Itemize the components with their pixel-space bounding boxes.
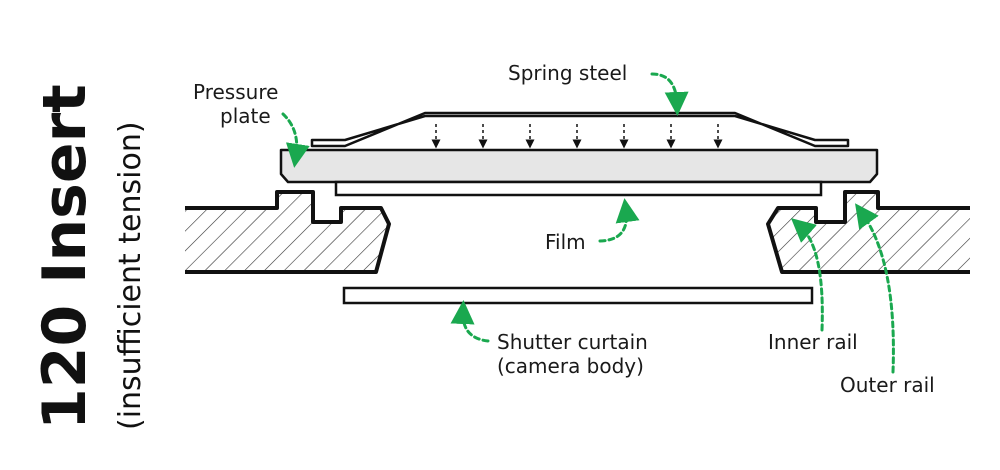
pressure-plate bbox=[279, 148, 879, 184]
spring-steel bbox=[310, 111, 850, 148]
label-film: Film bbox=[545, 230, 586, 254]
label-outer-rail: Outer rail bbox=[840, 373, 935, 397]
arrow-film bbox=[598, 198, 640, 243]
label-shutter-line2: (camera body) bbox=[497, 354, 644, 378]
right-rail-block bbox=[766, 190, 970, 274]
title-sub: (insufficient tension) bbox=[113, 121, 148, 430]
arrow-shutter bbox=[450, 300, 490, 343]
shutter-curtain bbox=[342, 286, 814, 305]
label-shutter-line1: Shutter curtain bbox=[497, 330, 648, 354]
label-pressure-line1: Pressure bbox=[193, 80, 278, 104]
arrow-pressure-plate bbox=[281, 112, 310, 168]
tension-arrows bbox=[431, 124, 723, 149]
side-subtitle: (insufficient tension) bbox=[113, 121, 148, 430]
label-pressure-line2: plate bbox=[220, 104, 271, 128]
arrow-inner-rail bbox=[790, 218, 824, 332]
side-title: 120 Insert bbox=[30, 84, 100, 430]
film-strip bbox=[334, 180, 823, 197]
title-main: 120 Insert bbox=[30, 84, 100, 430]
pointer-arrows bbox=[281, 72, 895, 374]
label-spring-steel: Spring steel bbox=[508, 61, 627, 85]
label-inner-rail: Inner rail bbox=[768, 330, 858, 354]
left-rail-block bbox=[185, 190, 391, 274]
arrow-outer-rail bbox=[855, 203, 895, 374]
arrow-spring-steel bbox=[650, 72, 689, 116]
